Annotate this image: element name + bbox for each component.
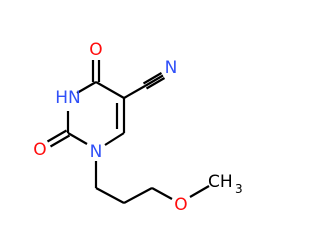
oxygen-ether-label: O: [174, 195, 187, 215]
nh-label: HN: [55, 88, 81, 108]
bond-cn-triple-a: [142, 72, 163, 85]
bond-cb-cc: [123, 187, 153, 204]
bond-c2-o-left-a: [46, 129, 68, 143]
bond-cc-o: [151, 187, 173, 200]
molecule-diagram: O N HN O N O CH 3: [33, 40, 242, 215]
bonds: [46, 60, 210, 204]
bond-c2-o-left-b: [49, 134, 71, 148]
oxygen-left-label: O: [33, 140, 46, 160]
atom-labels: O N HN O N O CH 3: [33, 40, 242, 215]
nitrogen-ring-label: N: [90, 142, 103, 162]
bond-cn-triple-b: [144, 74, 164, 87]
bond-c5-cn: [123, 85, 146, 99]
methyl-subscript: 3: [235, 182, 243, 196]
bond-cn-triple-c: [145, 77, 166, 90]
oxygen-top-label: O: [89, 40, 102, 60]
bond-o-ch3: [189, 185, 210, 198]
bond-c4-c5: [95, 81, 125, 99]
bond-c6-n1: [104, 132, 125, 146]
bond-ca-cb: [95, 187, 125, 204]
methyl-label: CH: [208, 172, 233, 192]
bond-n3-c4: [76, 81, 97, 94]
nitrogen-cyano-label: N: [165, 58, 178, 78]
bond-n1-c2: [67, 132, 88, 145]
